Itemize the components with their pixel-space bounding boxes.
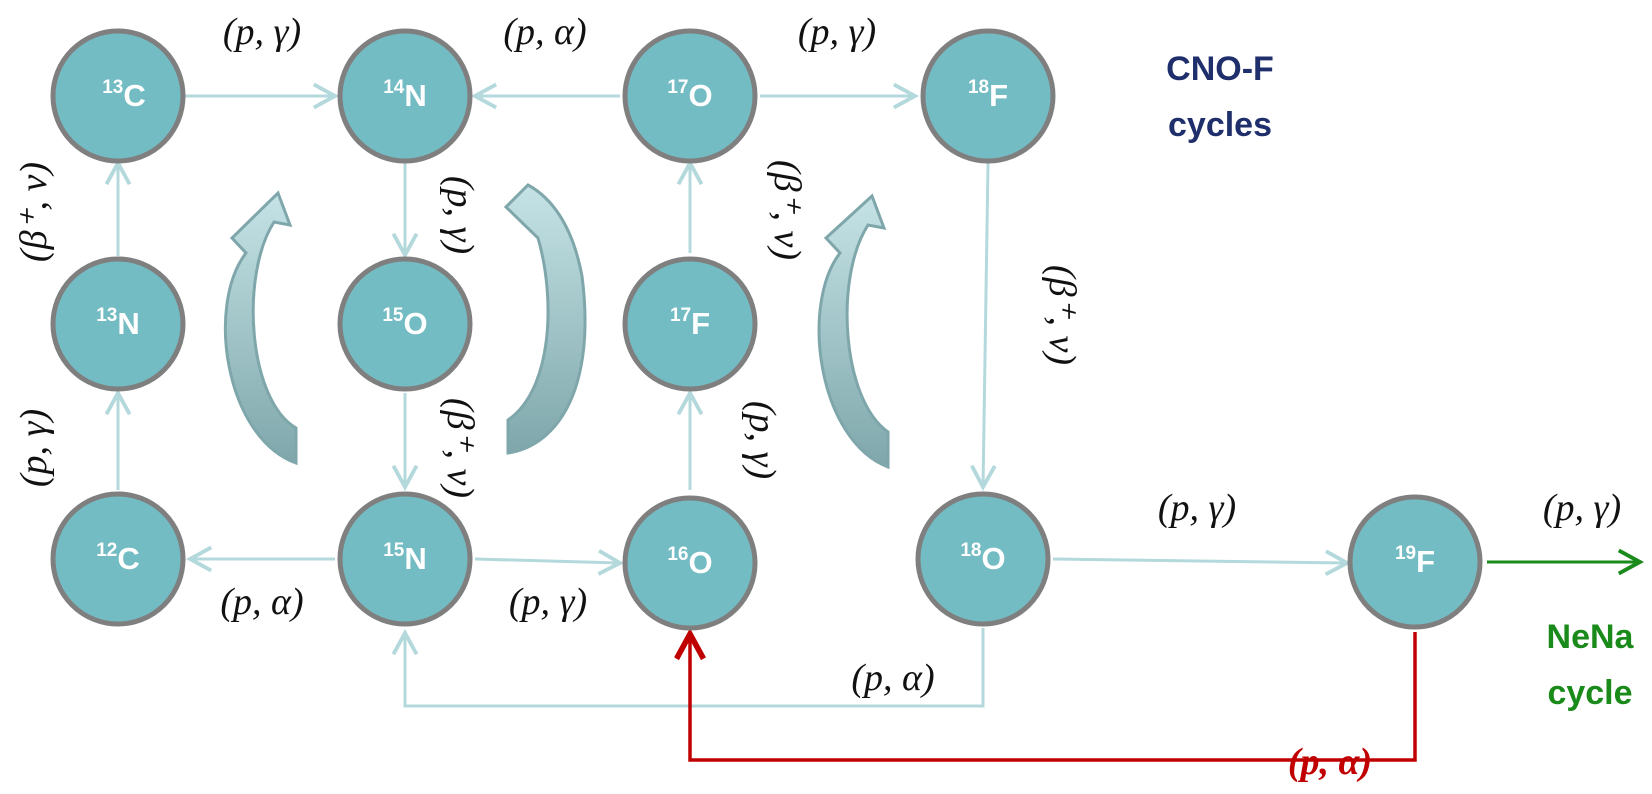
cycle-arrow-2 xyxy=(503,183,587,455)
svg-text:12C: 12C xyxy=(96,540,140,576)
node-o15: 15O xyxy=(337,256,473,392)
cno-title-line2: cycles xyxy=(1168,106,1272,144)
node-o16: 16O xyxy=(622,495,758,631)
node-n14: 14N xyxy=(337,28,473,164)
node-f19: 19F xyxy=(1347,494,1483,630)
cno-title-line1: CNO-F xyxy=(1166,50,1274,88)
label-o15-n15: (β⁺, ν) xyxy=(439,398,481,498)
label-o17-n14: (p, α) xyxy=(503,11,586,53)
label-n15-c12: (p, α) xyxy=(220,581,303,623)
label-n14-o15: (p, γ) xyxy=(439,176,481,254)
cycle-arrow-1 xyxy=(223,190,298,466)
cycle-arrow-3 xyxy=(817,193,890,470)
label-n15-o16: (p, γ) xyxy=(509,581,587,623)
svg-text:17O: 17O xyxy=(667,77,712,113)
svg-text:14N: 14N xyxy=(383,77,427,113)
edge-n15-o16 xyxy=(474,559,620,563)
reaction-labels: (p, γ) (p, α) (p, γ) (p, α) (p, γ) (p, γ… xyxy=(13,11,1621,783)
node-n13: 13N xyxy=(50,256,186,392)
label-c13-n14: (p, γ) xyxy=(223,11,301,53)
svg-text:13C: 13C xyxy=(102,77,146,113)
label-n13-c13: (β⁺, ν) xyxy=(13,162,55,262)
edge-o18-n15 xyxy=(405,628,985,708)
svg-text:17F: 17F xyxy=(670,305,710,341)
label-f18-o18: (β⁺, ν) xyxy=(1041,265,1083,365)
node-f17: 17F xyxy=(622,256,758,392)
svg-text:15O: 15O xyxy=(382,305,427,341)
svg-text:19F: 19F xyxy=(1395,543,1435,579)
svg-text:15N: 15N xyxy=(383,540,427,576)
svg-text:18O: 18O xyxy=(960,540,1005,576)
nodes: 13C 14N 17O 18F 13N 15O 17F 12C xyxy=(50,28,1483,631)
label-c12-n13: (p, γ) xyxy=(13,409,55,487)
nena-title-line2: cycle xyxy=(1547,674,1632,712)
node-c12: 12C xyxy=(50,491,186,627)
label-o18-f19: (p, γ) xyxy=(1158,487,1236,529)
edge-f18-o18 xyxy=(983,162,988,487)
label-o17-f18: (p, γ) xyxy=(798,11,876,53)
edge-o18-f19 xyxy=(1052,559,1347,563)
svg-text:13N: 13N xyxy=(96,305,140,341)
label-f19-out: (p, γ) xyxy=(1543,487,1621,529)
edges xyxy=(118,96,1640,762)
node-o18: 18O xyxy=(915,491,1051,627)
node-f18: 18F xyxy=(920,28,1056,164)
label-o16-f17: (p, γ) xyxy=(741,401,783,479)
svg-text:18F: 18F xyxy=(968,77,1008,113)
node-c13: 13C xyxy=(50,28,186,164)
label-o18-n15: (p, α) xyxy=(851,657,934,699)
edge-f19-o16 xyxy=(690,632,1417,762)
node-o17: 17O xyxy=(622,28,758,164)
svg-text:16O: 16O xyxy=(667,544,712,580)
titles: CNO-F cycles NeNa cycle xyxy=(1166,50,1634,712)
label-f19-o16: (p, α) xyxy=(1288,741,1372,783)
cycle-arrows xyxy=(223,183,890,470)
label-f17-o17: (β⁺, ν) xyxy=(766,160,808,260)
node-n15: 15N xyxy=(337,491,473,627)
nena-title-line1: NeNa xyxy=(1547,618,1635,656)
